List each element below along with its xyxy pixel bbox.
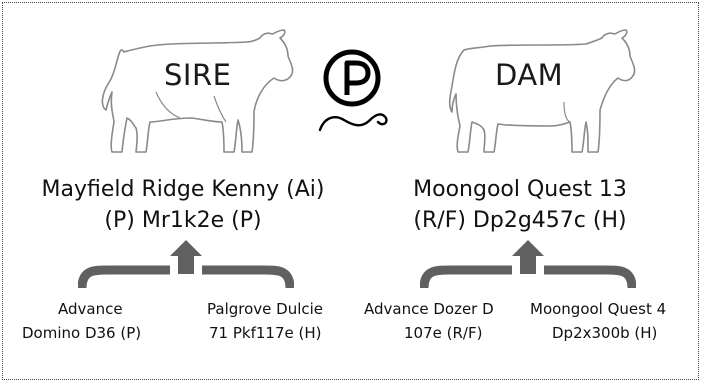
parent-line1: Advance [58,300,123,318]
cow-outline-icon [440,22,645,154]
dam-bracket-arrow [419,238,637,294]
dam-name: Moongool Quest 13 (R/F) Dp2g457c (H) [365,174,675,236]
sire-bracket-arrow [77,238,295,294]
sire-label: SIRE [164,58,232,92]
sire-parent-1: Advance Domino D36 (P) [22,297,152,345]
parent-line2: 71 Pkf117e (H) [209,324,322,342]
dam-name-line1: Moongool Quest 13 [413,177,627,202]
polled-p-logo-icon [316,48,390,144]
parent-line2: 107e (R/F) [404,324,483,342]
sire-name: Mayfield Ridge Kenny (Ai) (P) Mr1k2e (P) [28,174,338,236]
parent-line1: Moongool Quest 4 [530,300,667,318]
dam-parent-1: Advance Dozer D 107e (R/F) [364,297,524,345]
sire-parent-2: Palgrove Dulcie 71 Pkf117e (H) [207,297,357,345]
sire-name-line1: Mayfield Ridge Kenny (Ai) [41,177,325,202]
dam-name-line2: (R/F) Dp2g457c (H) [413,208,627,233]
bull-outline-icon [96,22,301,154]
parent-line2: Domino D36 (P) [22,324,142,342]
parent-line1: Advance Dozer D [364,300,494,318]
dam-label: DAM [495,58,564,92]
parent-line1: Palgrove Dulcie [207,300,324,318]
dam-parent-2: Moongool Quest 4 Dp2x300b (H) [530,297,690,345]
pedigree-frame [2,2,699,380]
parent-line2: Dp2x300b (H) [552,324,658,342]
sire-name-line2: (P) Mr1k2e (P) [104,208,262,233]
